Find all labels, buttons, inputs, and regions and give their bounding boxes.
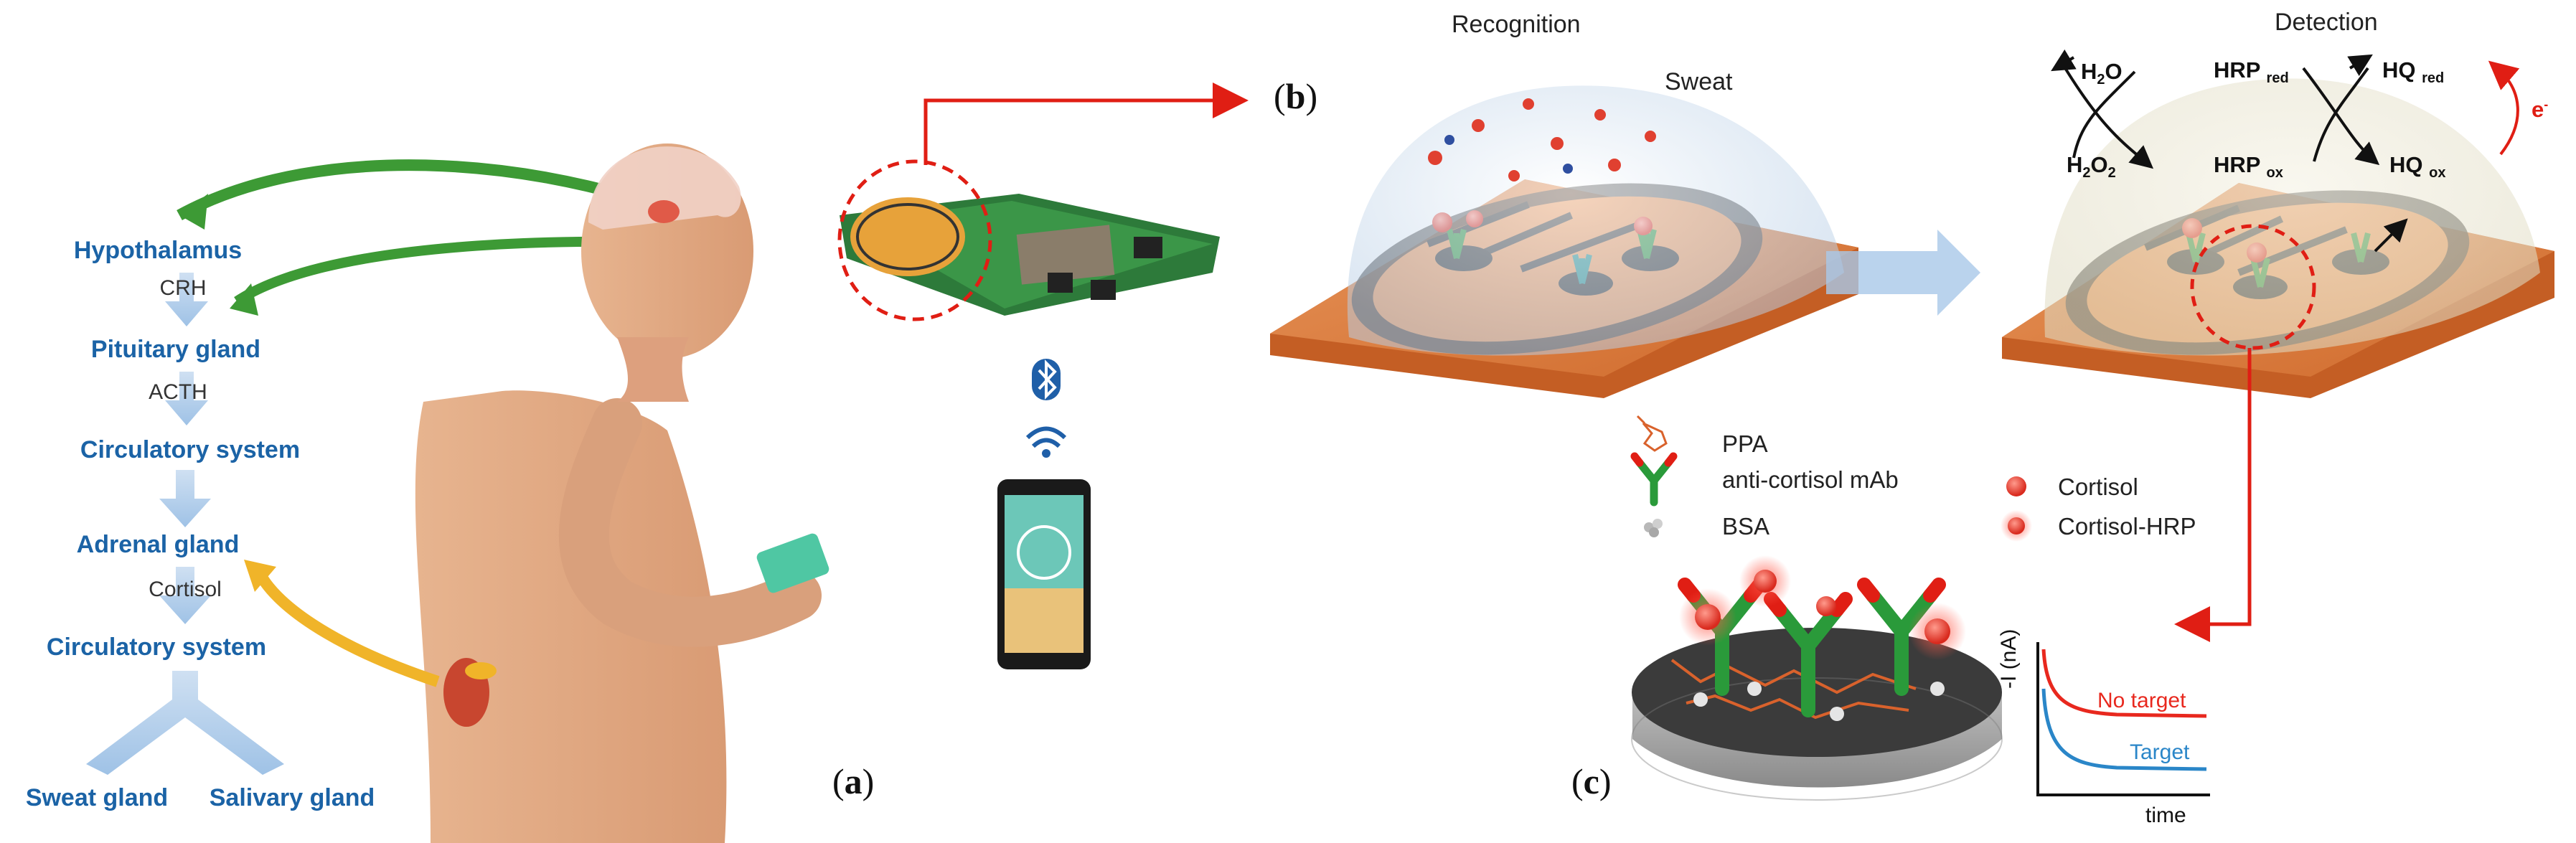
smartphone-icon xyxy=(997,479,1091,669)
green-arrowhead-2 xyxy=(230,283,258,316)
legend-ppa: PPA xyxy=(1722,430,1768,457)
legend-cortisol: Cortisol xyxy=(2058,474,2138,500)
electron-arrow xyxy=(2488,60,2520,156)
panel-label-b: (b) xyxy=(1274,76,1318,116)
sensor-patch-icon xyxy=(850,197,965,276)
flow-step-hypothalamus: Hypothalamus xyxy=(73,237,243,264)
hypothalamus-marker xyxy=(648,200,680,223)
flow-step-circulatory-2: Circulatory system xyxy=(46,634,267,661)
recognition-to-detection-arrow xyxy=(1826,230,1980,316)
graph-x-label: time xyxy=(2145,804,2186,827)
hormone-crh: CRH xyxy=(159,276,207,300)
no-target-curve xyxy=(2041,649,2207,718)
redox-arrow-1 xyxy=(2062,63,2154,169)
current-time-graph xyxy=(2036,642,2210,796)
flow-split-arrow xyxy=(86,671,284,775)
graph-no-target-label: No target xyxy=(2097,689,2186,712)
redox-arrow-2 xyxy=(2072,70,2136,159)
ppa-icon xyxy=(1636,415,1668,452)
device-highlight-circle xyxy=(837,159,992,321)
graph-target-label: Target xyxy=(2130,740,2190,764)
person-illustration xyxy=(415,143,829,843)
output-sweat-gland: Sweat gland xyxy=(25,784,169,811)
detection-to-c-arrow xyxy=(2174,348,2252,642)
flow-arrow-2 xyxy=(165,372,208,425)
panel-label-c: (c) xyxy=(1571,761,1612,801)
chem-hq-ox: HQ ox xyxy=(2389,152,2446,182)
green-arrowhead-1 xyxy=(179,194,208,230)
detection-zoom-circle xyxy=(2190,224,2316,350)
redox-arrow-4 xyxy=(2313,67,2369,162)
wireless-signal-icon xyxy=(1025,426,1067,458)
chem-electron: e- xyxy=(2532,97,2549,122)
chem-h2o2: H2O2 xyxy=(2067,152,2116,182)
redox-arrow-3 xyxy=(2302,67,2380,166)
flow-chart xyxy=(86,273,284,775)
legend-mab: anti-cortisol mAb xyxy=(1722,466,1899,493)
hormone-cortisol: Cortisol xyxy=(149,578,222,601)
smartphone-in-hand-icon xyxy=(756,533,829,593)
chem-hrp-red: HRP red xyxy=(2214,57,2289,87)
panel-label-a: (a) xyxy=(832,761,875,801)
legend-cortisol-hrp: Cortisol-HRP xyxy=(2058,513,2196,540)
antibody-icon xyxy=(1630,452,1678,507)
flow-arrow-3 xyxy=(159,470,211,527)
sweat-caption: Sweat xyxy=(1665,68,1733,95)
cortisol-hrp-icon xyxy=(2008,517,2025,534)
target-curve xyxy=(2041,688,2207,771)
yellow-arrow-adrenal xyxy=(253,568,440,687)
recognition-caption: Recognition xyxy=(1452,11,1581,38)
detection-dome xyxy=(2044,78,2540,356)
flow-step-pituitary: Pituitary gland xyxy=(90,336,261,363)
output-salivary-gland: Salivary gland xyxy=(209,784,375,811)
device-to-b-arrow xyxy=(923,83,1249,165)
chem-hq-red: HQ red xyxy=(2382,57,2445,87)
antibody-cluster xyxy=(1678,555,1966,717)
sweat-dome xyxy=(1347,85,1844,356)
chem-hrp-ox: HRP ox xyxy=(2214,152,2283,182)
electron-transfer-arrow xyxy=(2374,218,2408,253)
graph-y-label: -I (nA) xyxy=(1997,628,2021,689)
flow-arrow-1 xyxy=(165,273,208,326)
chem-h2o: H2O xyxy=(2081,59,2123,88)
bluetooth-icon xyxy=(1032,359,1061,400)
cortisol-icon xyxy=(2006,476,2026,496)
brain-icon xyxy=(588,146,741,230)
hormone-acth: ACTH xyxy=(149,380,207,404)
yellow-arrowhead xyxy=(244,560,276,592)
flow-step-circulatory-1: Circulatory system xyxy=(80,436,301,463)
flow-arrow-4 xyxy=(159,567,211,624)
flow-step-adrenal: Adrenal gland xyxy=(76,531,240,558)
bsa-icon xyxy=(1644,519,1663,537)
sweat-particles xyxy=(1428,98,1656,182)
legend-bsa: BSA xyxy=(1722,513,1770,540)
sensor-device xyxy=(840,194,1220,316)
detection-caption: Detection xyxy=(2275,9,2378,36)
